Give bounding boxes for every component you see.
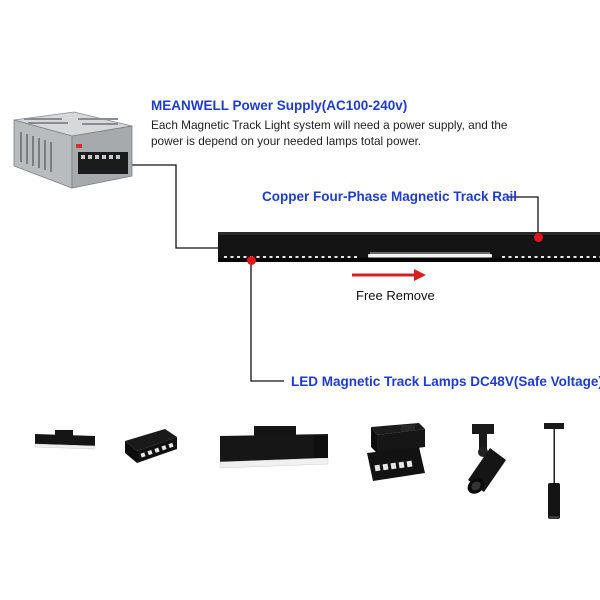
linear-light-small-icon	[34, 430, 96, 450]
spot-light-icon	[467, 424, 506, 494]
lamp-marker	[247, 256, 256, 265]
free-remove-label: Free Remove	[356, 288, 435, 303]
track-rail-title: Copper Four-Phase Magnetic Track Rail	[262, 189, 518, 204]
power-supply-description-line1: Each Magnetic Track Light system will ne…	[151, 118, 508, 132]
rail-leader-line	[507, 196, 539, 236]
power-connector-line	[128, 164, 222, 249]
linear-light-large-icon	[219, 426, 329, 469]
folding-grille-light-icon	[367, 423, 425, 481]
power-supply-title: MEANWELL Power Supply(AC100-240v)	[151, 98, 408, 113]
rail-marker	[534, 233, 543, 242]
lamps-title: LED Magnetic Track Lamps DC48V(Safe Volt…	[291, 374, 600, 389]
power-supply-icon	[13, 111, 133, 189]
grille-light-small-icon	[125, 429, 177, 463]
pendant-light-icon	[544, 423, 564, 519]
free-remove-arrow-icon	[352, 269, 426, 281]
lamps-leader-line	[250, 261, 284, 382]
power-supply-description-line2: power is depend on your needed lamps tot…	[151, 134, 422, 148]
